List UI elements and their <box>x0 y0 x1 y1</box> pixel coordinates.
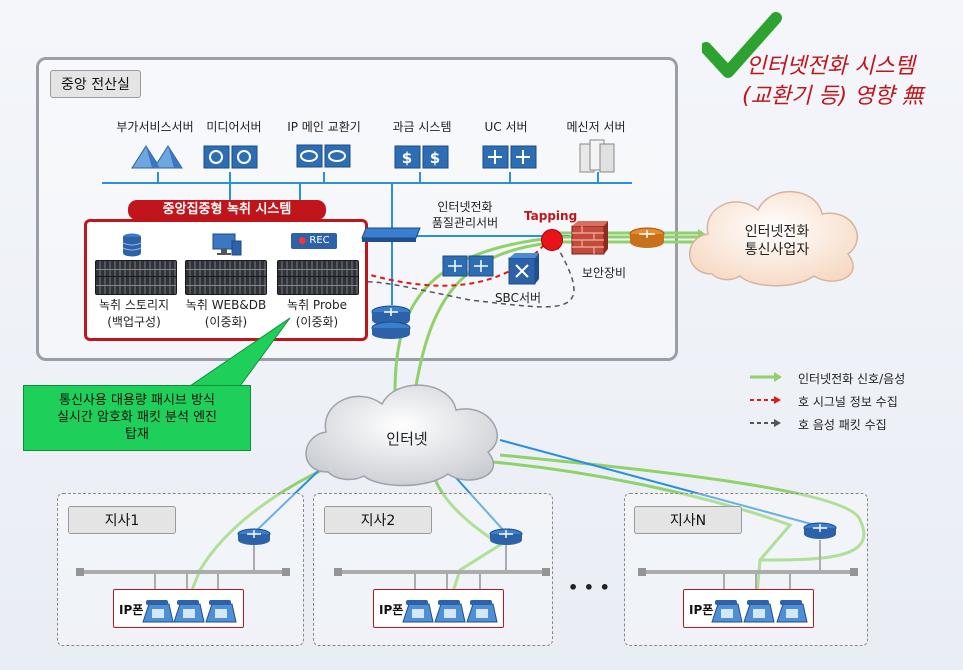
probe-feature-note: 통신사용 대용량 패시브 방식 실시간 암호화 패킷 분석 엔진 탑재 <box>23 385 251 451</box>
ip-phone-icon <box>434 599 466 623</box>
central-datacenter-label: 중앙 전산실 <box>50 70 141 98</box>
qos-server-sublabel: 품질관리서버 <box>431 216 499 230</box>
branch-1-router-icon <box>237 528 271 545</box>
ip-phone-icon <box>142 599 174 623</box>
pyramid-icon <box>131 145 183 169</box>
security-device-label: 보안장비 <box>581 266 627 280</box>
checkmark-icon <box>702 12 782 78</box>
legend-red: 호 시그널 정보 수집 <box>798 395 898 409</box>
recording-system-title: 중앙집중형 녹취 시스템 <box>128 200 326 220</box>
tapping-point <box>541 229 563 251</box>
headline-line1: 인터넷전화 시스템 <box>746 54 915 79</box>
core-switch-icon <box>361 227 421 242</box>
ip-phone-icon <box>205 599 237 623</box>
sbc-server-label: SBC서버 <box>494 291 542 305</box>
ip-phone-icon <box>466 599 498 623</box>
edge-router-icon <box>629 227 665 248</box>
web-sublabel: (이중화) <box>204 315 248 329</box>
note-line2: 실시간 암호화 패킷 분석 엔진 <box>56 410 218 425</box>
ip-phone-icon <box>402 599 434 623</box>
web-server-2 <box>185 276 267 295</box>
carrier-cloud-icon <box>689 190 858 287</box>
server-label-messenger: 메신저 서버 <box>566 120 626 134</box>
ip-phone-icon <box>743 599 775 623</box>
note-line1: 통신사용 대용량 패시브 방식 <box>59 393 215 408</box>
internet-label: 인터넷 <box>386 430 428 448</box>
ip-phone-icon <box>173 599 205 623</box>
ip-phone-icon <box>776 599 808 623</box>
exchange-icon <box>296 144 351 168</box>
messenger-server-icon <box>579 139 615 173</box>
storage-server-2 <box>95 276 177 295</box>
branch-ellipsis: • • • <box>568 578 610 597</box>
router-stack-icon <box>371 305 411 339</box>
storage-label: 녹취 스토리지 <box>98 298 170 312</box>
carrier-sublabel: 통신사업자 <box>744 242 810 258</box>
legend-gray: 호 음성 패킷 수집 <box>798 418 887 432</box>
web-label: 녹취 WEB&DB <box>185 298 267 312</box>
internet-cloud-icon <box>305 384 498 487</box>
rec-badge-label: REC <box>309 235 330 246</box>
branch-2-router-icon <box>489 528 523 545</box>
server-label-addon: 부가서비스서버 <box>116 120 194 134</box>
branch-2-label: 지사2 <box>324 506 432 534</box>
server-label-ip-exchange: IP 메인 교환기 <box>287 120 361 134</box>
probe-label: 녹취 Probe <box>287 298 347 312</box>
monitor-icon <box>212 233 242 256</box>
branch-n-label: 지사N <box>634 506 742 534</box>
legend-lines <box>750 372 782 427</box>
record-dot-icon: ● <box>298 236 307 246</box>
svg-text:$: $ <box>402 149 412 167</box>
note-line3: 탑재 <box>125 427 149 442</box>
server-label-uc: UC 서버 <box>484 120 528 134</box>
billing-dollar-icon: $ $ <box>394 145 449 169</box>
storage-sublabel: (백업구성) <box>107 315 161 329</box>
branch-n-router-icon <box>803 522 837 539</box>
probe-server-2 <box>277 276 359 295</box>
branch-2-phone-label: IP폰 <box>379 603 404 617</box>
branch-1-phone-label: IP폰 <box>119 603 144 617</box>
carrier-label: 인터넷전화 <box>744 224 810 240</box>
sbc-server-icon <box>508 253 539 285</box>
firewall-icon <box>571 221 608 255</box>
server-label-billing: 과금 시스템 <box>392 120 452 134</box>
media-server-icon <box>203 145 258 169</box>
legend-green: 인터넷전화 신호/음성 <box>798 372 906 386</box>
probe-sublabel: (이중화) <box>295 315 339 329</box>
uc-server-icon <box>482 145 537 169</box>
server-label-media: 미디어서버 <box>206 120 262 134</box>
headline-line2: (교환기 등) 영향 無 <box>742 84 924 109</box>
database-icon <box>122 233 142 257</box>
branch-1-label: 지사1 <box>68 506 176 534</box>
qos-server-label: 인터넷전화 <box>437 200 493 214</box>
ip-phone-icon <box>711 599 743 623</box>
branch-n-phone-label: IP폰 <box>689 603 714 617</box>
rec-badge: ● REC <box>291 233 337 249</box>
svg-text:$: $ <box>430 149 440 167</box>
tapping-label: Tapping <box>524 209 578 223</box>
qos-server-icon <box>442 255 494 277</box>
